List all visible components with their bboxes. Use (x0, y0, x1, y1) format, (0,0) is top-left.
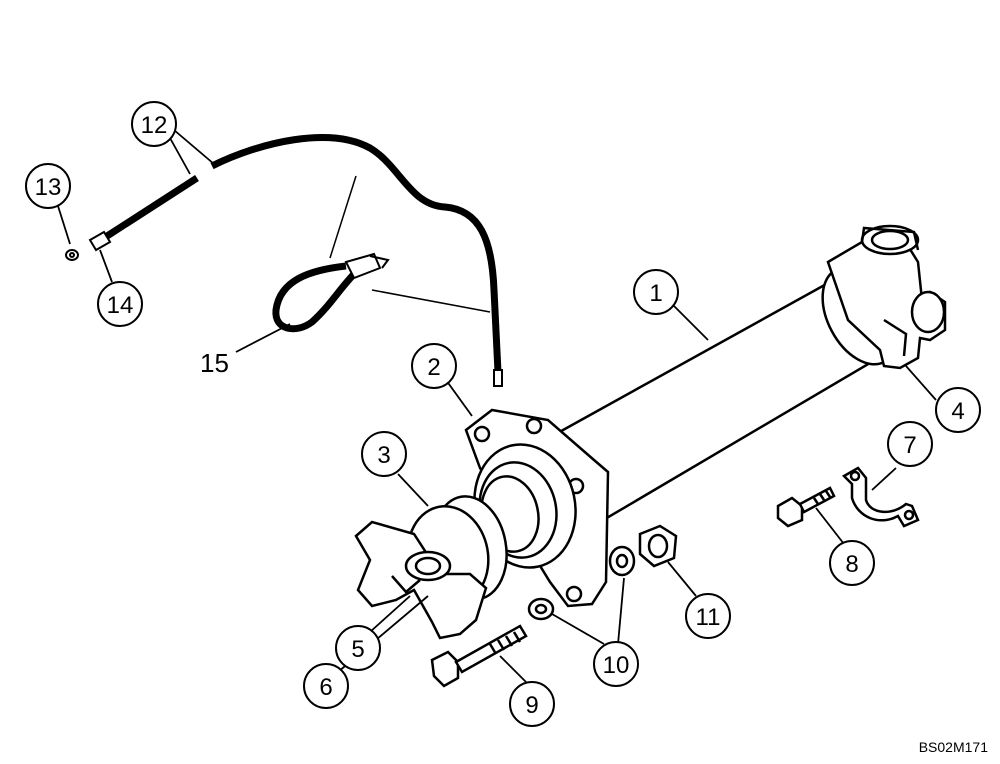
callout-7-label: 7 (903, 432, 916, 459)
callout-13-label: 13 (35, 174, 62, 201)
callout-6-label: 6 (319, 674, 332, 701)
callout-12-label: 12 (141, 112, 168, 139)
callout-4-label: 4 (951, 398, 964, 425)
tie-leader-lines (329, 175, 491, 313)
part-15-label: 15 (200, 348, 229, 378)
callout-9-circle (509, 681, 555, 727)
grease-hose (102, 134, 503, 387)
fitting (65, 230, 112, 261)
callout-13-circle (25, 163, 71, 209)
callout-numbers: 1 2 3 4 5 6 7 8 9 10 11 12 13 14 (35, 112, 965, 719)
callout-10-circle (593, 641, 639, 687)
front-coupling (354, 495, 508, 640)
screw-short (776, 486, 836, 528)
callout-3-label: 3 (377, 442, 390, 469)
callout-9-label: 9 (525, 692, 538, 719)
callout-8-circle (829, 540, 875, 586)
callout-6-circle (303, 663, 349, 709)
callout-3-circle (361, 431, 407, 477)
washers (527, 545, 636, 621)
callout-7-circle (887, 421, 933, 467)
callout-4-circle (935, 387, 981, 433)
callout-11-circle (685, 593, 731, 639)
callout-14-label: 14 (107, 292, 134, 319)
callout-2-label: 2 (427, 354, 440, 381)
bolt-long (430, 624, 528, 688)
callout-5-label: 5 (351, 636, 364, 663)
callout-10-label: 10 (603, 652, 630, 679)
callout-11-label: 11 (696, 604, 721, 631)
reference-code: BS02M171 (919, 739, 988, 755)
hex-nut (638, 524, 678, 568)
callout-14-circle (97, 281, 143, 327)
callout-8-label: 8 (845, 551, 858, 578)
callout-12-circle (131, 101, 177, 147)
cable-tie (272, 252, 390, 333)
rear-yoke (826, 224, 947, 370)
callout-circles (25, 101, 981, 727)
callout-2-circle (411, 343, 457, 389)
clip (841, 466, 920, 528)
callout-5-circle (335, 625, 381, 671)
flange-bearing (464, 408, 610, 608)
callout-1-circle (633, 269, 679, 315)
callout-leaders (57, 129, 937, 683)
callout-1-label: 1 (649, 280, 662, 307)
